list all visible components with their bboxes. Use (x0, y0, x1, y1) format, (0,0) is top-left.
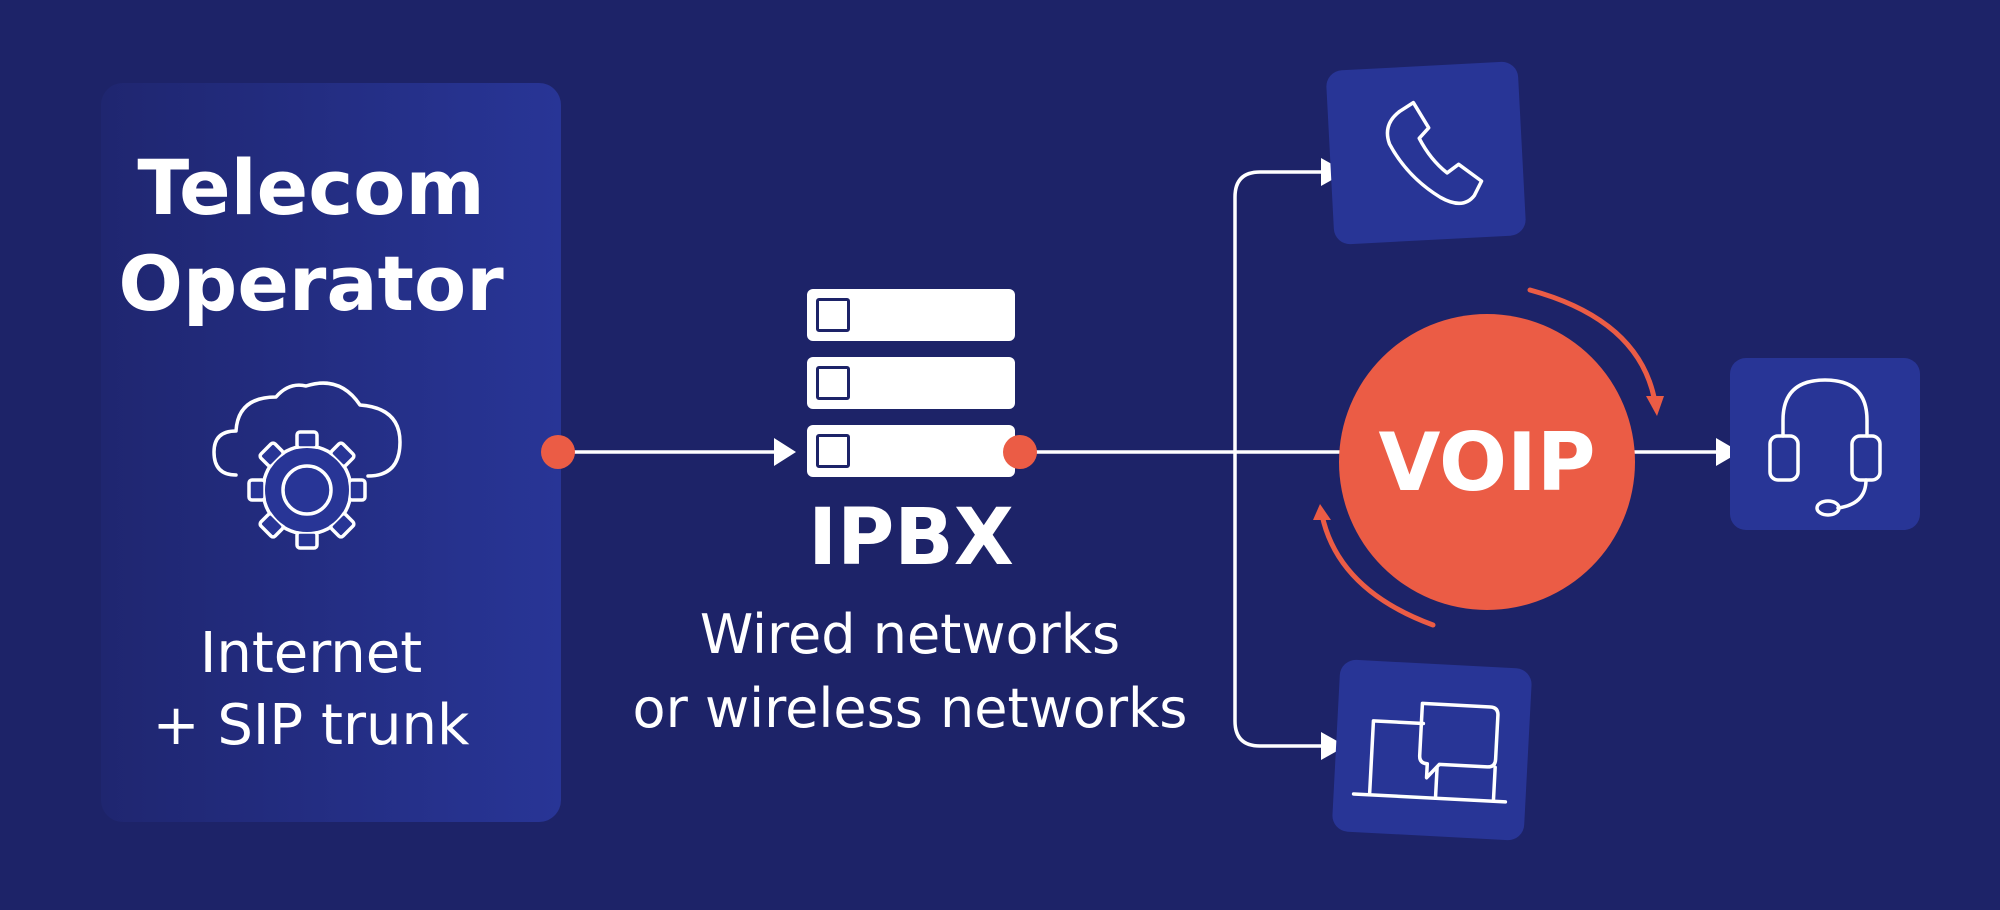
server-unit-2 (807, 357, 1015, 409)
arrowhead-computer (1321, 732, 1346, 760)
branch-line (1233, 170, 1327, 748)
server-unit-3 (807, 425, 1015, 477)
headset-icon (1768, 378, 1882, 517)
network-line-2: or wireless networks (632, 677, 1188, 740)
title-line-2: Operator (118, 239, 504, 328)
subtitle-line-1: Internet (199, 621, 423, 686)
voip-circle: VOIP (1339, 314, 1635, 610)
title-line-1: Telecom (137, 143, 485, 232)
telecom-operator-title: Telecom Operator (101, 140, 521, 332)
server-unit-1 (807, 289, 1015, 341)
computer-chat-icon (1351, 701, 1508, 804)
connector-dot-left (541, 435, 575, 469)
subtitle-line-2: + SIP trunk (152, 693, 470, 758)
computer-tile (1331, 659, 1533, 841)
ipbx-label: IPBX (808, 493, 1014, 583)
arrowhead-headset (1716, 438, 1740, 466)
telecom-operator-subtitle: Internet + SIP trunk (101, 618, 521, 762)
phone-icon (1385, 100, 1484, 206)
network-description: Wired networks or wireless networks (590, 598, 1230, 746)
headset-tile (1730, 358, 1920, 530)
network-line-1: Wired networks (699, 603, 1121, 666)
voip-label: VOIP (1378, 415, 1596, 509)
arrowhead-ipbx (774, 438, 796, 466)
phone-tile (1325, 61, 1527, 245)
